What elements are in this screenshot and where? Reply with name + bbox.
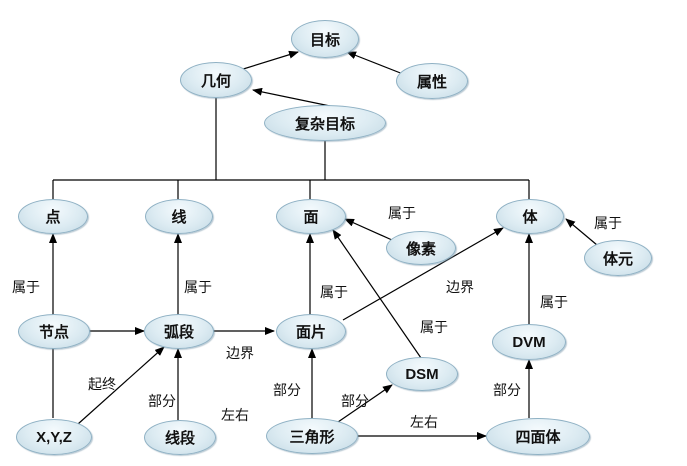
edge-label-shuyu: 属于 bbox=[320, 285, 348, 301]
edge-shuxing-mubiao bbox=[346, 51, 404, 75]
node-simianti: 四面体 bbox=[486, 418, 590, 455]
edge-label-bufen: 部分 bbox=[148, 394, 176, 410]
edge-label-bufen: 部分 bbox=[273, 383, 301, 399]
node-xian: 线 bbox=[145, 199, 213, 234]
node-jihe: 几何 bbox=[180, 62, 252, 98]
edge-sanjiaoxing-dsm bbox=[337, 384, 393, 423]
node-jiedian: 节点 bbox=[18, 314, 90, 349]
node-ti: 体 bbox=[496, 199, 564, 234]
edge-xiangsu-mian bbox=[344, 218, 393, 241]
node-xyz: X,Y,Z bbox=[16, 419, 92, 455]
node-tiyuan: 体元 bbox=[584, 240, 652, 276]
edge-label-bianjie: 边界 bbox=[446, 280, 474, 296]
node-huduan: 弧段 bbox=[144, 314, 214, 349]
node-shuxing: 属性 bbox=[396, 63, 468, 99]
edge-label-bufen: 部分 bbox=[341, 394, 369, 410]
edge-dsm-mian bbox=[332, 229, 422, 359]
node-mianpian: 面片 bbox=[276, 314, 346, 349]
edge-label-zuoyou: 左右 bbox=[221, 408, 249, 424]
edge-tiyuan-ti bbox=[565, 218, 598, 246]
edge-label-qizhong: 起终 bbox=[88, 377, 116, 393]
node-dsm: DSM bbox=[386, 357, 458, 391]
edge-label-shuyu: 属于 bbox=[540, 295, 568, 311]
node-dvm: DVM bbox=[492, 324, 566, 360]
edge-mianpian-ti bbox=[342, 227, 504, 321]
node-mian: 面 bbox=[276, 199, 346, 234]
edge-label-shuyu: 属于 bbox=[12, 280, 40, 296]
node-xianduan: 线段 bbox=[144, 420, 216, 455]
node-xiangsu: 像素 bbox=[386, 231, 456, 265]
node-sanjiaoxing: 三角形 bbox=[266, 418, 358, 454]
edge-jihe-mubiao bbox=[239, 50, 299, 71]
edge-label-bianjie: 边界 bbox=[226, 346, 254, 362]
node-dian: 点 bbox=[18, 199, 88, 234]
node-fuzamubiao: 复杂目标 bbox=[264, 105, 386, 141]
edge-xyz-huduan bbox=[77, 346, 165, 425]
node-mubiao: 目标 bbox=[291, 20, 359, 58]
edge-label-shuyu: 属于 bbox=[594, 216, 622, 232]
edge-label-zuoyou: 左右 bbox=[410, 415, 438, 431]
edge-label-shuyu: 属于 bbox=[388, 206, 416, 222]
edge-fuzamubiao-jihe bbox=[252, 87, 331, 107]
edge-label-bufen: 部分 bbox=[493, 383, 521, 399]
edge-label-shuyu: 属于 bbox=[420, 320, 448, 336]
edge-label-shuyu: 属于 bbox=[184, 280, 212, 296]
